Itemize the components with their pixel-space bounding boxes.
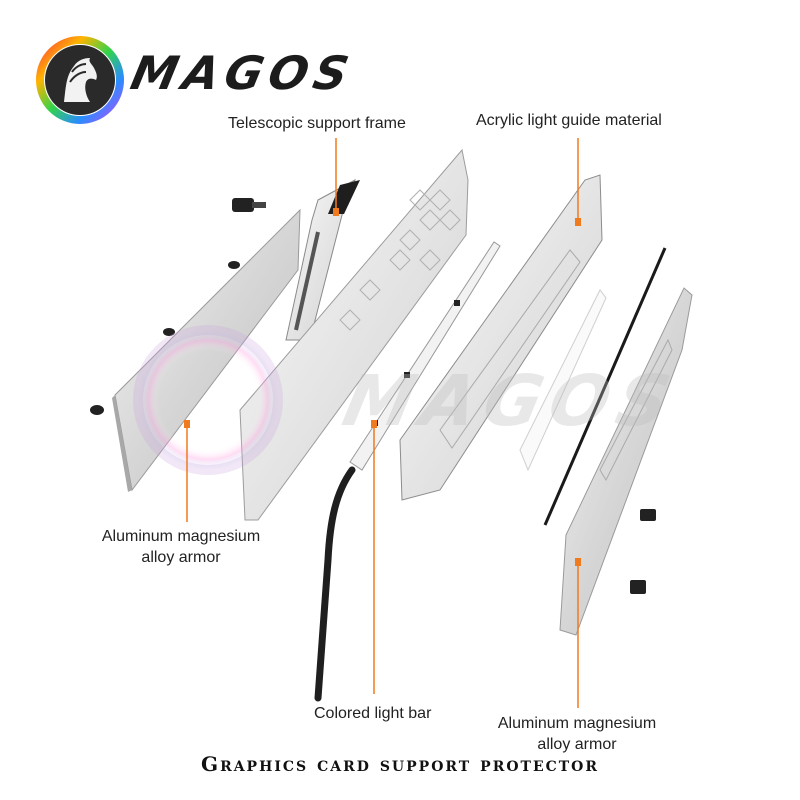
label-light-bar: Colored light bar [314, 705, 432, 722]
telescopic-support-frame [285, 178, 360, 341]
screw-icon [640, 509, 656, 521]
screw-icon [232, 198, 266, 212]
acrylic-light-guide [399, 174, 607, 501]
armor-plate-right [559, 287, 693, 636]
black-strip [543, 247, 667, 526]
brand-logo [36, 36, 124, 124]
brand-watermark: MAGOS [336, 360, 685, 442]
label-armor-right-line2: alloy armor [537, 736, 617, 753]
leader-dots [184, 208, 581, 566]
caption: Graphics card support protector [200, 752, 599, 776]
screw-icon [630, 580, 646, 594]
watermark-ring [133, 325, 283, 475]
label-armor-left: Aluminum magnesium alloy armor [92, 526, 270, 568]
label-armor-right-line1: Aluminum magnesium [497, 715, 657, 732]
leader-lines [186, 138, 579, 708]
label-acrylic-guide: Acrylic light guide material [476, 112, 662, 129]
colored-light-bar [314, 241, 501, 702]
screw-icon [90, 405, 104, 415]
label-armor-right: Aluminum magnesium alloy armor [487, 713, 667, 755]
horse-head-icon [64, 58, 97, 102]
label-telescopic-frame: Telescopic support frame [228, 115, 406, 132]
perforated-panel [239, 148, 469, 521]
screw-icon [163, 328, 175, 336]
screw-icon [228, 261, 240, 269]
label-armor-left-line2: alloy armor [141, 549, 221, 566]
label-armor-left-line1: Aluminum magnesium [101, 528, 261, 545]
